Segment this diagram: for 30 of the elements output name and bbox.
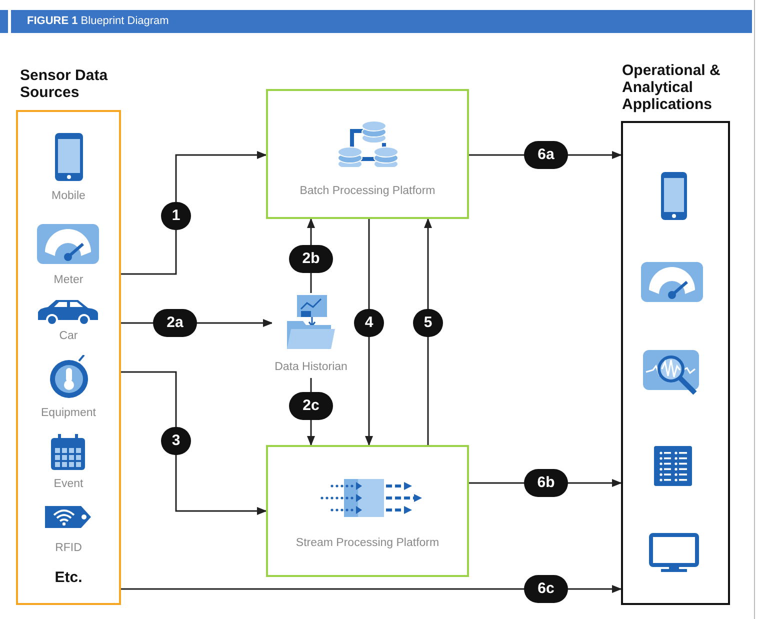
arrow [365, 219, 373, 446]
step-badge: 5 [413, 309, 443, 337]
arrow [121, 151, 267, 275]
source-label: Meter [52, 274, 84, 286]
node-label: Batch Processing Platform [298, 185, 436, 197]
more-note: Etc. [54, 570, 84, 586]
source-label: RFID [54, 542, 83, 554]
step-badge: 2c [289, 392, 333, 420]
arrow [424, 218, 432, 445]
figure-title: FIGURE 1 Blueprint Diagram [27, 15, 169, 28]
step-badge: 6b [524, 469, 568, 497]
step-badge: 6c [524, 575, 568, 603]
source-label: Car [58, 330, 79, 342]
step-badge: 6a [524, 141, 568, 169]
process-box [266, 445, 469, 577]
step-badge: 2a [153, 309, 197, 337]
arrow [121, 371, 267, 515]
source-label: Equipment [40, 407, 97, 419]
group-heading: Sensor Data Sources [20, 67, 109, 101]
source-label: Mobile [50, 190, 86, 202]
step-badge: 2b [289, 245, 333, 273]
node-label: Stream Processing Platform [294, 537, 440, 549]
step-badge: 3 [161, 427, 191, 455]
source-label: Event [52, 478, 84, 490]
arrow [121, 585, 622, 593]
group-heading: Operational & Analytical Applications [622, 62, 722, 113]
step-badge: 1 [161, 202, 191, 230]
step-badge: 4 [354, 309, 384, 337]
node-label: Data Historian [274, 361, 348, 373]
process-box [266, 89, 469, 219]
